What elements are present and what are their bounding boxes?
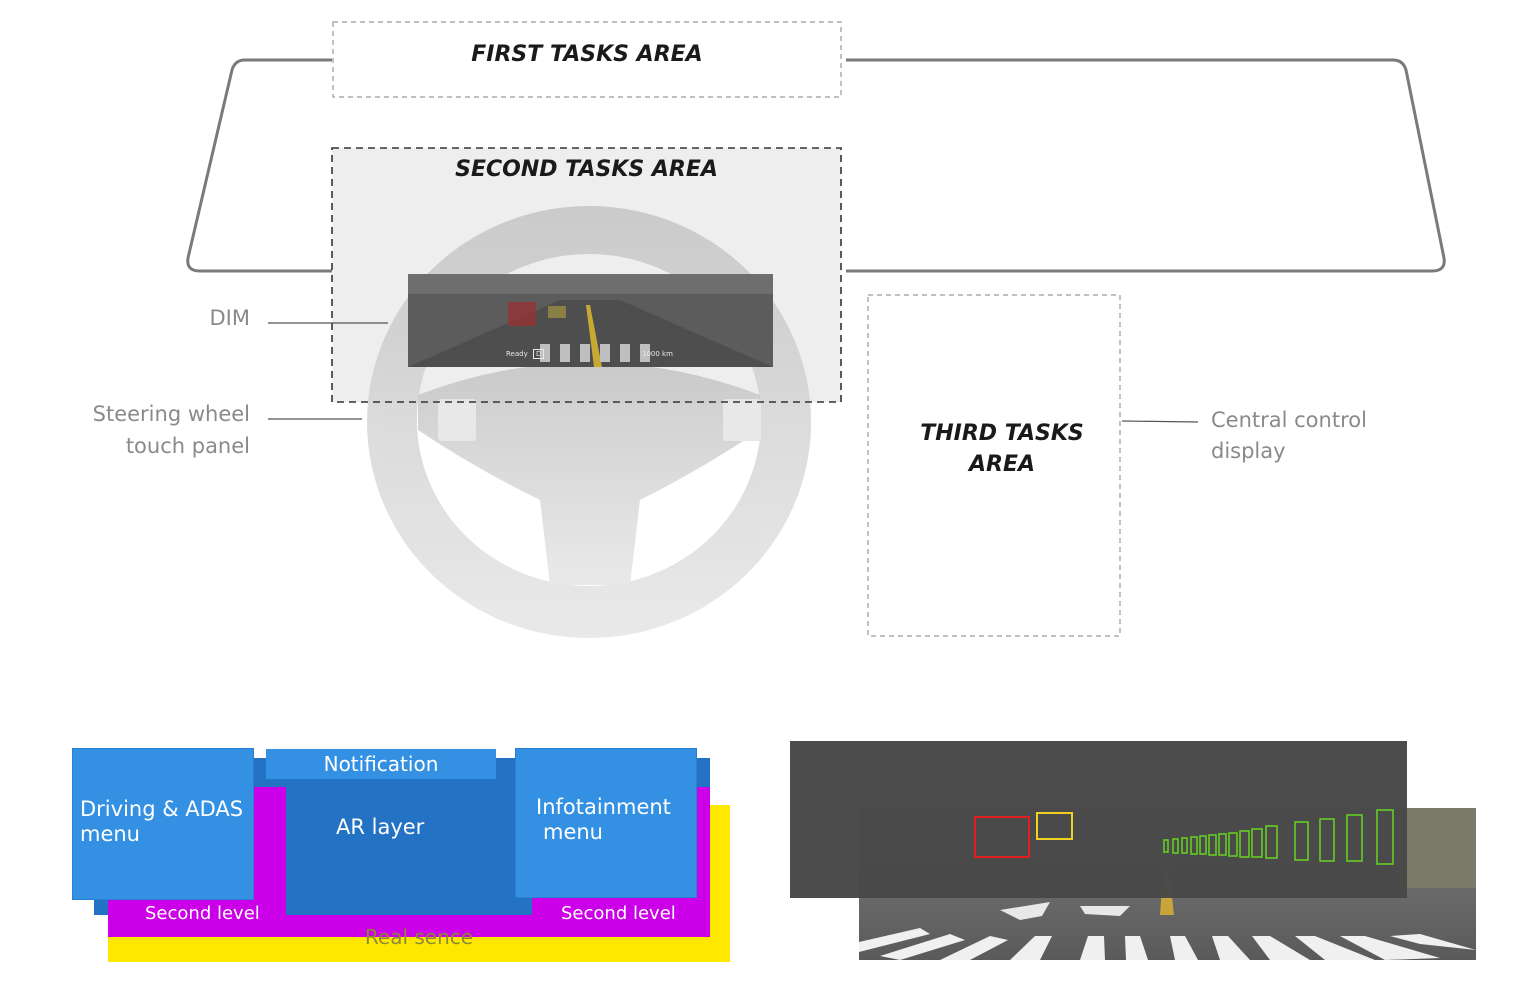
steering-wheel xyxy=(367,206,812,638)
dashboard-outline xyxy=(186,58,332,273)
real-scene-label: Real sence xyxy=(364,925,474,949)
dim-screen xyxy=(408,274,773,367)
touch-panel-left xyxy=(438,399,476,441)
lane-guidance-boxes xyxy=(1163,809,1394,865)
second-level-left-label: Second level xyxy=(145,903,260,924)
notification-layer xyxy=(266,749,496,779)
ar-scene-illustration xyxy=(790,741,1476,960)
infotainment-layer xyxy=(516,749,696,897)
driving-label-line1: Driving & ADAS xyxy=(80,797,244,821)
second-level-right-label: Second level xyxy=(561,903,676,924)
central-callout-line1: Central control xyxy=(1211,408,1367,432)
infotainment-label-line1: Infotainment xyxy=(536,795,671,819)
steering-callout-line2: touch panel xyxy=(125,434,250,458)
third-tasks-label-line2: AREA xyxy=(968,452,1036,477)
third-tasks-area xyxy=(867,294,1121,637)
dim-ready-label: Ready xyxy=(506,350,528,358)
vehicle-detection-red xyxy=(974,816,1030,858)
driving-adas-layer xyxy=(73,749,253,899)
dim-callout: DIM xyxy=(209,306,250,330)
ar-layer-label: AR layer xyxy=(336,815,425,839)
dashboard-diagram xyxy=(186,21,1446,638)
dim-range-label: 1000 km xyxy=(642,350,673,358)
second-tasks-label: SECOND TASKS AREA xyxy=(455,157,718,182)
central-callout-line2: display xyxy=(1211,439,1286,463)
driving-label-line2: menu xyxy=(80,822,140,846)
steering-callout-line1: Steering wheel xyxy=(92,402,250,426)
third-tasks-label-line1: THIRD TASKS xyxy=(920,421,1084,446)
first-tasks-label: FIRST TASKS AREA xyxy=(471,42,703,67)
infotainment-label-line2: menu xyxy=(543,820,603,844)
touch-panel-right xyxy=(723,399,761,441)
first-tasks-area xyxy=(332,21,842,98)
notification-label: Notification xyxy=(323,752,439,776)
dim-gear-label: D xyxy=(533,349,545,359)
vehicle-detection-yellow xyxy=(1036,812,1073,840)
